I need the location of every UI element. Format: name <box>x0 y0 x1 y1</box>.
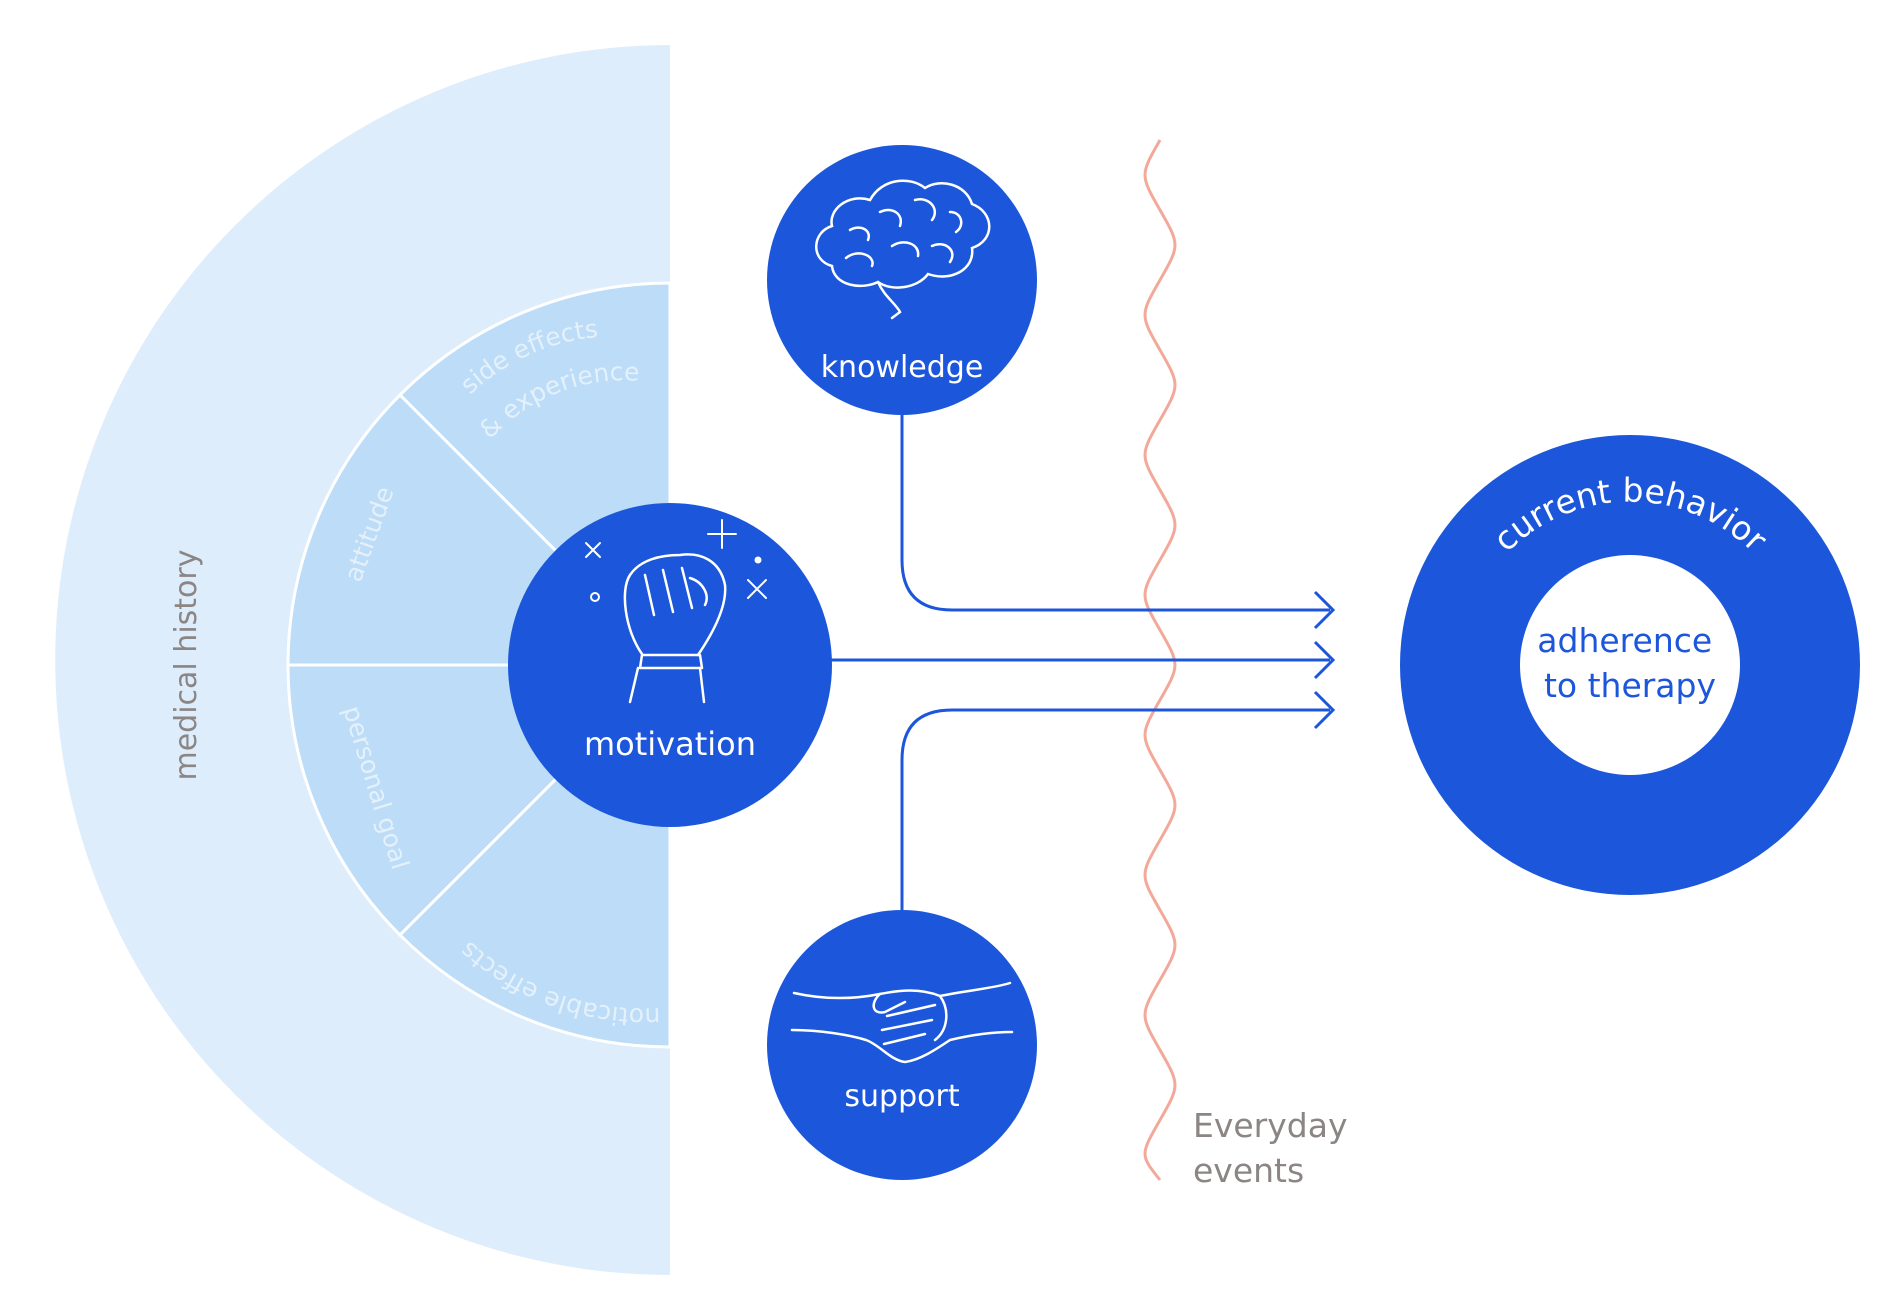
knowledge-label: knowledge <box>821 350 984 385</box>
support-label: support <box>844 1079 959 1114</box>
brain-icon <box>815 179 991 320</box>
everyday-events-wave <box>1143 139 1177 1181</box>
adherence-label: adherence to therapy <box>1537 621 1722 705</box>
knowledge-connector <box>900 410 1330 612</box>
connectors <box>830 410 1336 910</box>
raised-fist-icon <box>623 553 727 704</box>
current-behavior-ring: current behavior adherence to therapy <box>1400 435 1860 895</box>
support-node: support <box>767 910 1037 1180</box>
knowledge-node: knowledge <box>767 145 1037 415</box>
adherence-core <box>1520 555 1740 775</box>
motivation-node: motivation <box>508 503 832 827</box>
arrowhead-middle <box>1313 640 1336 680</box>
everyday-events-label: Everyday events <box>1193 1106 1358 1190</box>
arrowhead-top <box>1313 590 1336 630</box>
arrowhead-bottom <box>1313 690 1336 730</box>
handshake-icon <box>790 981 1014 1064</box>
motivation-label: motivation <box>584 725 756 763</box>
medical-history-label: medical history <box>169 550 204 781</box>
sparkle-icon <box>585 519 767 602</box>
support-connector <box>900 708 1330 910</box>
